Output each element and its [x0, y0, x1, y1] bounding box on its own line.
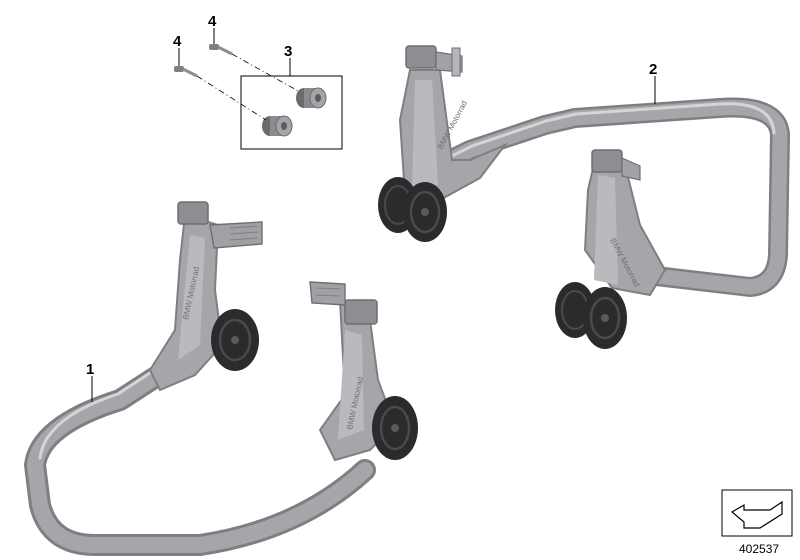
callout-2: 2 — [649, 61, 657, 78]
screw-set — [174, 44, 301, 121]
callout-3: 3 — [284, 43, 292, 60]
rear-stand-wheel-right — [372, 396, 418, 460]
document-number: 402537 — [739, 542, 779, 556]
front-paddock-stand: BMW Motorrad BMW Motorrad — [378, 45, 790, 349]
leader-lines — [91, 28, 656, 402]
rear-paddock-stand: BMW Motorrad BMW Motorrad — [24, 201, 418, 556]
orientation-arrow-icon — [721, 489, 793, 537]
callout-4-lower: 4 — [173, 33, 182, 50]
front-stand-wheels-right — [555, 282, 627, 349]
rear-stand-wheel-left — [211, 309, 259, 371]
callout-4-upper: 4 — [208, 13, 217, 30]
bushing-set-box — [240, 75, 343, 150]
callout-1: 1 — [86, 361, 94, 378]
front-stand-wheels-left — [378, 177, 447, 242]
